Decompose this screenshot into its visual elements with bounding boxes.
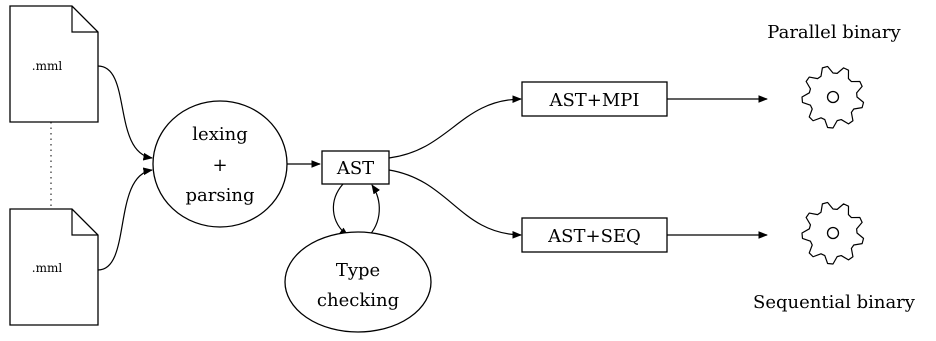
ast-mpi-node: AST+MPI (521, 81, 668, 117)
checking-label: checking (317, 290, 399, 311)
type-checking-node: Type checking (284, 231, 432, 333)
source-file-top-label: .mml (32, 59, 63, 73)
edge-typecheck-to-ast (366, 184, 380, 239)
source-file-top: .mml (9, 5, 99, 123)
plus-label: + (212, 155, 227, 176)
type-label: Type (336, 260, 380, 281)
edge-file-bottom-to-lexing (97, 167, 153, 271)
sequential-binary-label: Sequential binary (753, 292, 916, 313)
ast-seq-label: AST+SEQ (547, 226, 641, 247)
ast-seq-node: AST+SEQ (521, 217, 668, 253)
edge-ast-to-mpi (388, 95, 522, 159)
source-file-bottom: .mml (9, 208, 99, 326)
lexing-parsing-node: lexing + parsing (152, 100, 288, 228)
edge-ast-to-typecheck (332, 183, 349, 237)
ast-node: AST (321, 150, 390, 185)
ast-label: AST (336, 158, 374, 179)
ast-mpi-label: AST+MPI (548, 90, 639, 111)
edge-file-top-to-lexing (97, 65, 153, 161)
lexing-label: lexing (192, 124, 247, 145)
edge-ast-to-seq (388, 169, 522, 239)
source-file-bottom-label: .mml (32, 261, 63, 275)
parsing-label: parsing (186, 185, 255, 206)
parallel-binary-gear-icon (801, 65, 865, 129)
parallel-binary-label: Parallel binary (767, 22, 901, 43)
sequential-binary-gear-icon (801, 201, 865, 265)
